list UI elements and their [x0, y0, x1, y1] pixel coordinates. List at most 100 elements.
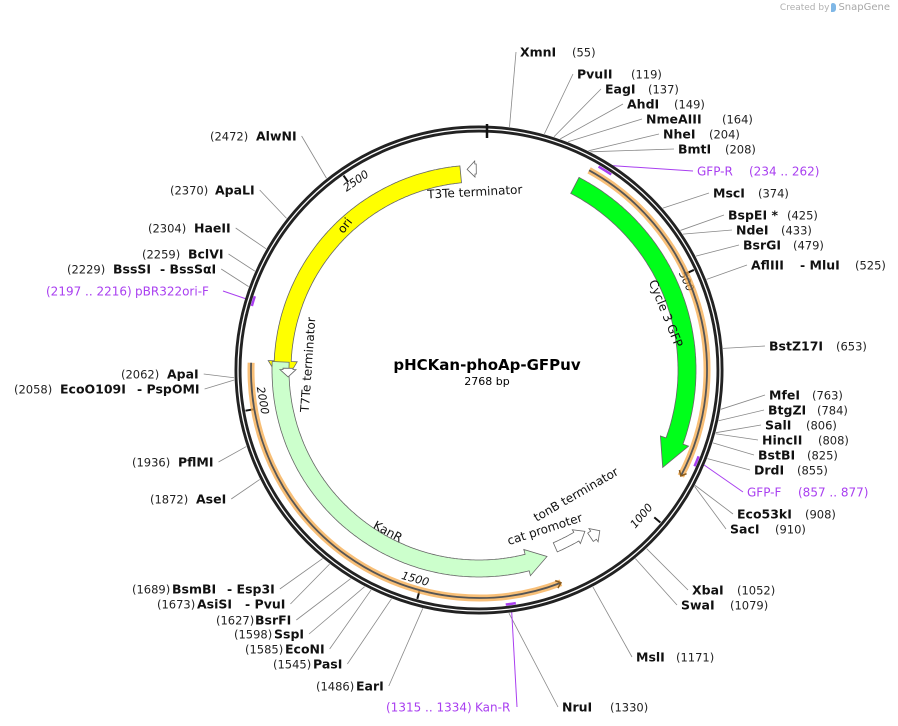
enzyme-label[interactable]: MscI — [713, 186, 745, 201]
enzyme-label[interactable]: HincII — [762, 433, 802, 448]
enzyme-position: (204) — [709, 128, 740, 142]
enzyme-label[interactable]: HaeII — [194, 221, 231, 236]
enzyme-leader-line — [590, 148, 675, 153]
enzyme-label[interactable]: NmeAIII — [646, 112, 702, 127]
plasmid-size: 2768 bp — [464, 375, 509, 388]
enzyme-label[interactable]: NruI — [562, 700, 592, 715]
enzyme-label[interactable]: PvuII — [577, 67, 613, 82]
enzyme-label[interactable]: SwaI — [681, 598, 715, 613]
enzyme-label-secondary[interactable]: - MluI — [800, 258, 840, 273]
enzyme-label[interactable]: BssSI — [113, 262, 151, 277]
enzyme-label[interactable]: XbaI — [692, 583, 724, 598]
enzyme-position: (806) — [806, 419, 837, 433]
enzyme-label[interactable]: BmtI — [678, 142, 711, 157]
enzyme-position: (119) — [631, 68, 662, 82]
enzyme-label[interactable]: NdeI — [736, 223, 769, 238]
feature-tonb-terminator[interactable] — [587, 528, 601, 543]
enzyme-label[interactable]: AlwNI — [256, 129, 297, 144]
feature-kanr[interactable] — [271, 361, 548, 578]
enzyme-label[interactable]: ApaLI — [215, 183, 255, 198]
enzyme-leader-line — [712, 442, 755, 456]
primer-label[interactable]: Kan-R — [475, 701, 510, 715]
enzyme-leader-line — [218, 446, 247, 463]
enzyme-label[interactable]: SalI — [765, 418, 791, 433]
enzyme-leader-line — [715, 424, 762, 434]
enzyme-leader-line — [508, 612, 559, 708]
enzyme-label[interactable]: BsmBI — [172, 582, 216, 597]
feature-t3te-terminator[interactable] — [466, 160, 477, 178]
enzyme-leader-line — [680, 214, 725, 231]
primer-leader-line — [701, 463, 744, 493]
primer-mark[interactable] — [693, 455, 700, 467]
enzyme-label[interactable]: AflIII — [751, 258, 784, 273]
enzyme-label[interactable]: BstBI — [758, 448, 795, 463]
enzyme-position: (1872) — [150, 493, 188, 507]
enzyme-position: (1171) — [676, 651, 714, 665]
enzyme-label[interactable]: SspI — [274, 627, 304, 642]
enzyme-label[interactable]: AseI — [196, 492, 226, 507]
primer-leader-line — [608, 164, 694, 172]
enzyme-label[interactable]: Eco53kI — [737, 507, 792, 522]
enzyme-label-secondary[interactable]: - PvuI — [245, 597, 285, 612]
enzyme-label[interactable]: MfeI — [769, 388, 800, 403]
enzyme-leader-line — [718, 409, 765, 422]
enzyme-position: (2472) — [210, 130, 248, 144]
enzyme-leader-line — [220, 268, 249, 287]
enzyme-label[interactable]: SacI — [730, 522, 760, 537]
arc-arrowhead-icon — [554, 579, 563, 589]
feature-label: T7Te terminator — [298, 317, 319, 414]
enzyme-label[interactable]: PflMI — [178, 455, 214, 470]
primer-label[interactable]: pBR322ori-F — [135, 285, 209, 299]
enzyme-label[interactable]: BspEI * — [728, 208, 778, 223]
enzyme-position: (1052) — [737, 584, 775, 598]
enzyme-label[interactable]: MslI — [636, 650, 665, 665]
primer-mark[interactable] — [250, 295, 257, 307]
primer-label[interactable]: GFP-R — [697, 165, 733, 179]
feature-t7te-terminator[interactable] — [278, 367, 298, 378]
primer-mark[interactable] — [505, 601, 517, 606]
enzyme-label[interactable]: BtgZI — [768, 403, 806, 418]
enzyme-position: (784) — [817, 404, 848, 418]
enzyme-leader-line — [560, 103, 624, 140]
enzyme-label-secondary[interactable]: - PspOMI — [137, 382, 200, 397]
enzyme-label[interactable]: EcoNI — [285, 642, 325, 657]
feature-cat-promoter[interactable] — [552, 529, 586, 553]
enzyme-label[interactable]: AhdI — [627, 97, 659, 112]
enzyme-label[interactable]: DrdI — [754, 463, 784, 478]
primer-label[interactable]: GFP-F — [747, 486, 782, 500]
credit-brand: SnapGene — [838, 2, 890, 13]
enzyme-label[interactable]: EarI — [356, 679, 384, 694]
enzyme-leader-line — [329, 589, 372, 650]
tick-mark — [653, 516, 662, 524]
enzyme-label-secondary[interactable]: - BssSαI — [160, 262, 216, 277]
enzyme-label[interactable]: NheI — [663, 127, 696, 142]
enzyme-label-secondary[interactable]: - Esp3I — [227, 582, 275, 597]
feature-cycle-3-gfp[interactable] — [570, 176, 697, 469]
enzyme-label[interactable]: EagI — [605, 82, 636, 97]
enzyme-leader-line — [204, 379, 235, 390]
tick-mark — [342, 174, 349, 183]
enzyme-position: (149) — [674, 98, 705, 112]
feature-arc-line — [588, 169, 708, 477]
enzyme-label[interactable]: BsrGI — [743, 238, 781, 253]
enzyme-leader-line — [231, 479, 261, 500]
enzyme-label[interactable]: BclVI — [188, 247, 224, 262]
enzyme-label[interactable]: PasI — [313, 657, 342, 672]
enzyme-position: (825) — [807, 449, 838, 463]
enzyme-position: (1627) — [216, 614, 254, 628]
enzyme-label[interactable]: XmnI — [520, 45, 556, 60]
primer-mark[interactable] — [597, 165, 612, 176]
enzyme-position: (374) — [758, 187, 789, 201]
enzyme-label[interactable]: AsiSI — [197, 597, 232, 612]
feature-arc-line — [250, 362, 562, 599]
enzyme-position: (425) — [787, 209, 818, 223]
enzyme-position: (525) — [855, 259, 886, 273]
enzyme-leader-line — [279, 558, 323, 590]
enzyme-label[interactable]: BstZ17I — [769, 339, 823, 354]
enzyme-leader-line — [347, 598, 392, 665]
enzyme-label[interactable]: BsrFI — [255, 613, 291, 628]
enzyme-label[interactable]: EcoO109I — [60, 382, 126, 397]
snapgene-logo-icon — [831, 3, 837, 12]
enzyme-label[interactable]: ApaI — [167, 367, 199, 382]
enzyme-leader-line — [706, 264, 748, 280]
